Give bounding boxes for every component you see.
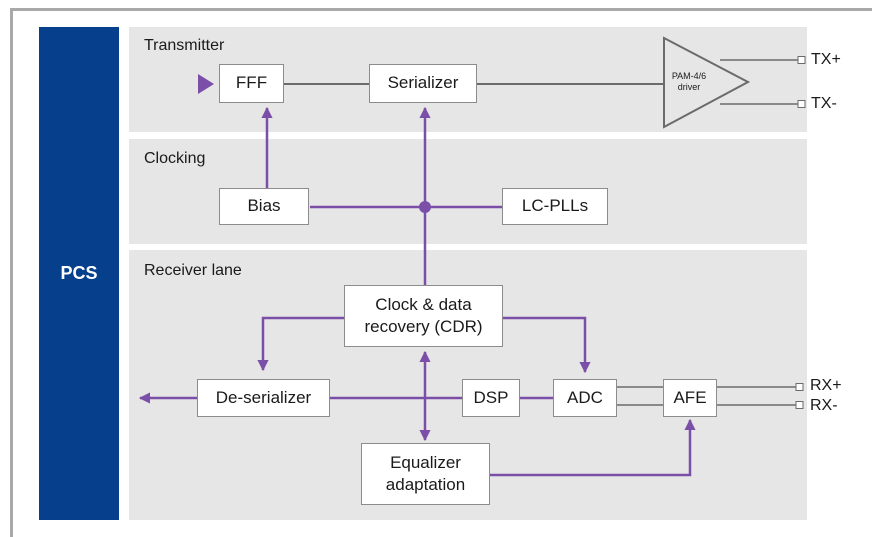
dsp-label: DSP [473, 387, 509, 407]
dsp-block: DSP [462, 379, 520, 417]
driver-label-line2: driver [678, 82, 701, 92]
transmitter-title: Transmitter [144, 37, 225, 54]
equalizer-label-line2: adaptation [385, 475, 466, 494]
lc-plls-label: LC-PLLs [521, 196, 589, 216]
wire-cdr-adc [503, 316, 591, 374]
receiver-lane-title: Receiver lane [144, 262, 242, 279]
driver-label-line1: PAM-4/6 [672, 71, 706, 81]
deserializer-label: De-serializer [215, 387, 312, 407]
deserializer-block: De-serializer [197, 379, 330, 417]
wire-cdr-deserializer [257, 316, 344, 372]
bias-block: Bias [219, 188, 309, 225]
tx-plus-pin [797, 56, 806, 64]
adc-label: ADC [567, 387, 603, 407]
rx-plus-label: RX+ [810, 377, 842, 394]
fff-input-arrow-icon [198, 74, 214, 94]
fff-block: FFF [219, 64, 284, 103]
frame-border-left [10, 8, 13, 537]
afe-label: AFE [673, 387, 707, 407]
afe-block: AFE [663, 379, 717, 417]
pcs-block: PCS [39, 27, 119, 520]
cdr-block: Clock & data recovery (CDR) [344, 285, 503, 347]
serializer-block: Serializer [369, 64, 477, 103]
serializer-label: Serializer [387, 73, 459, 93]
rx-plus-pin [795, 383, 804, 391]
pcs-label: PCS [60, 263, 98, 283]
wire-equalizer-afe [490, 418, 696, 477]
tx-minus-pin [797, 100, 806, 108]
frame-border-top [12, 8, 872, 11]
equalizer-adaptation-block: Equalizer adaptation [361, 443, 490, 505]
rx-minus-pin [795, 401, 804, 409]
tx-minus-label: TX- [811, 95, 837, 112]
fff-label: FFF [235, 73, 268, 93]
pam-driver-triangle [663, 36, 751, 129]
rx-minus-label: RX- [810, 397, 838, 414]
bias-label: Bias [247, 196, 281, 216]
cdr-label-line1: Clock & data [375, 294, 472, 314]
lc-plls-block: LC-PLLs [502, 188, 608, 225]
clocking-title: Clocking [144, 150, 206, 167]
tx-plus-label: TX+ [811, 51, 841, 68]
equalizer-label-line1: Equalizer [390, 452, 461, 472]
clock-junction-dot [419, 201, 431, 213]
adc-block: ADC [553, 379, 617, 417]
cdr-label-line2: recovery (CDR) [364, 317, 483, 336]
